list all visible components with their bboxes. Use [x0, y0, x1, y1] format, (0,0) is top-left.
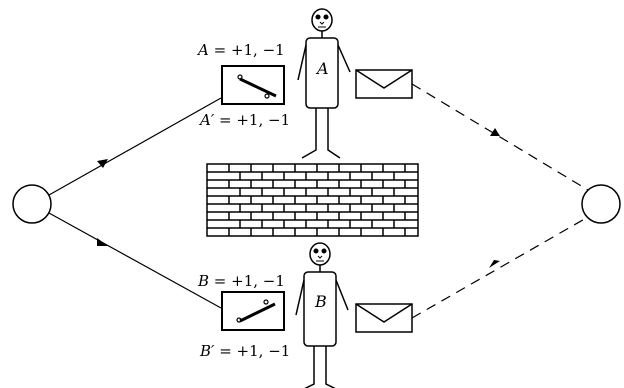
alice-person-icon	[297, 8, 351, 159]
dashed-path-alice-to-target	[411, 83, 589, 191]
alice-envelope-icon	[355, 69, 413, 99]
bob-body-label: B	[315, 292, 327, 311]
alice-setting-label: A = +1, −1	[198, 41, 285, 59]
alice-prime-setting-label: A′ = +1, −1	[200, 111, 291, 129]
bob-person-icon	[295, 242, 349, 388]
alice-switch-box-icon	[221, 65, 285, 105]
bob-envelope-icon	[355, 303, 413, 333]
bob-setting-label: B = +1, −1	[198, 272, 285, 290]
path-to-alice	[48, 97, 222, 196]
brick-wall-icon	[206, 163, 419, 237]
dashed-path-bob-to-target	[411, 216, 589, 319]
bob-prime-setting-label: B′ = +1, −1	[200, 342, 291, 360]
path-to-bob	[48, 212, 222, 309]
arrow-icon	[97, 159, 108, 168]
arrow-icon	[489, 260, 500, 268]
arrow-icon	[490, 128, 500, 136]
bob-switch-box-icon	[221, 291, 285, 331]
source-circle-icon	[12, 184, 52, 224]
arrow-icon	[97, 238, 108, 246]
alice-body-label: A	[317, 59, 329, 78]
target-circle-icon	[581, 184, 621, 224]
